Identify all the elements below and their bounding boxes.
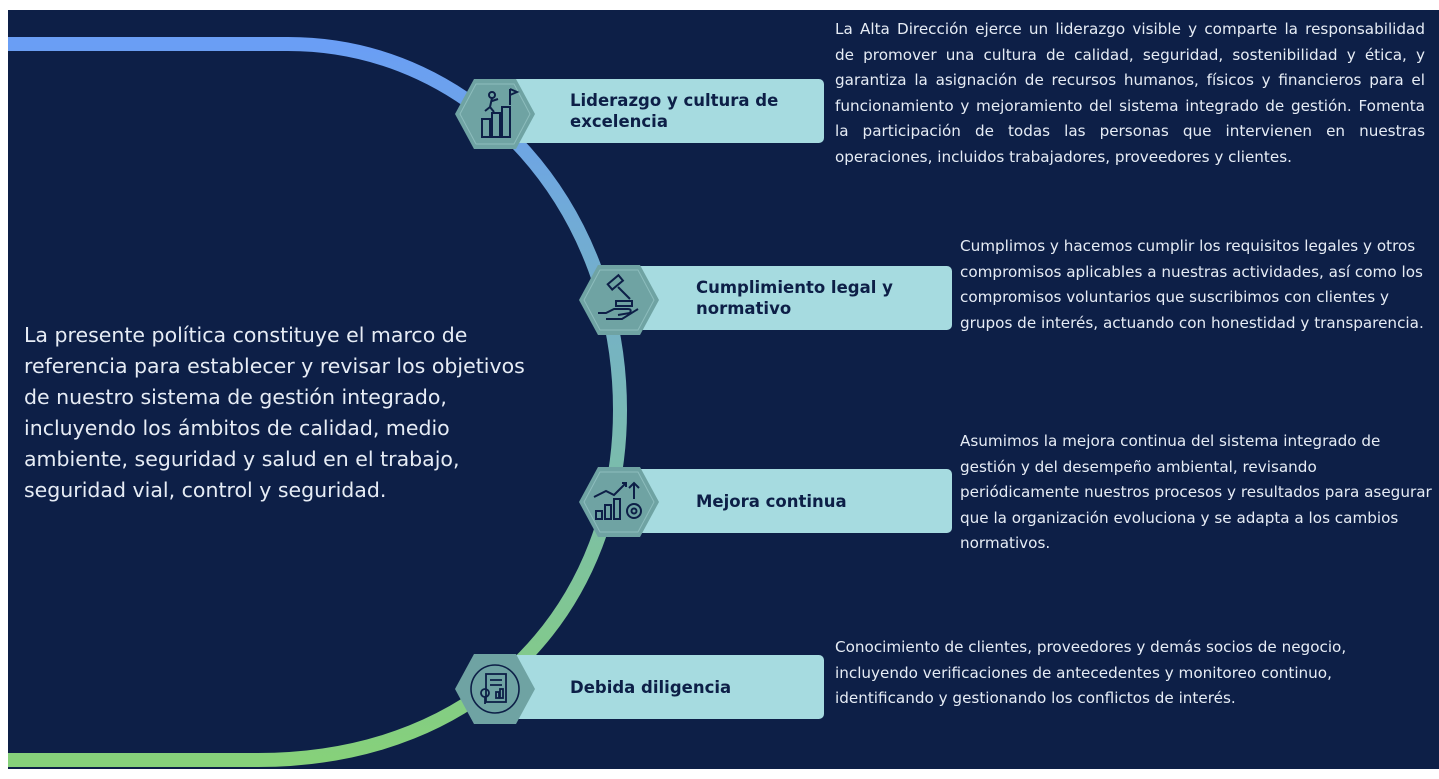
item-liderazgo-label: Liderazgo y cultura de excelencia — [484, 79, 824, 143]
gavel-hand-icon — [578, 263, 660, 337]
intro-paragraph: La presente política constituye el marco… — [24, 323, 525, 502]
item-debida-title: Debida diligencia — [570, 677, 732, 697]
item-mejora-description: Asumimos la mejora continua del sistema … — [960, 432, 1432, 552]
item-debida-description: Conocimiento de clientes, proveedores y … — [835, 638, 1347, 707]
item-debida-label: Debida diligencia — [484, 655, 824, 719]
leadership-climb-icon — [454, 77, 536, 151]
growth-chart-gear-icon — [578, 465, 660, 539]
connector-arc — [8, 37, 628, 767]
item-cumplimiento-description: Cumplimos y hacemos cumplir los requisit… — [960, 237, 1424, 332]
item-cumplimiento-title: Cumplimiento legal y normativo — [696, 278, 893, 318]
infographic-canvas: La presente política constituye el marco… — [8, 10, 1439, 769]
item-mejora-label: Mejora continua — [610, 469, 952, 533]
item-cumplimiento-label: Cumplimiento legal y normativo — [610, 266, 952, 330]
item-liderazgo-title: Liderazgo y cultura de excelencia — [570, 91, 779, 131]
item-mejora-title: Mejora continua — [696, 491, 847, 511]
item-liderazgo-description: La Alta Dirección ejerce un liderazgo vi… — [835, 20, 1425, 166]
document-search-icon — [454, 652, 536, 726]
